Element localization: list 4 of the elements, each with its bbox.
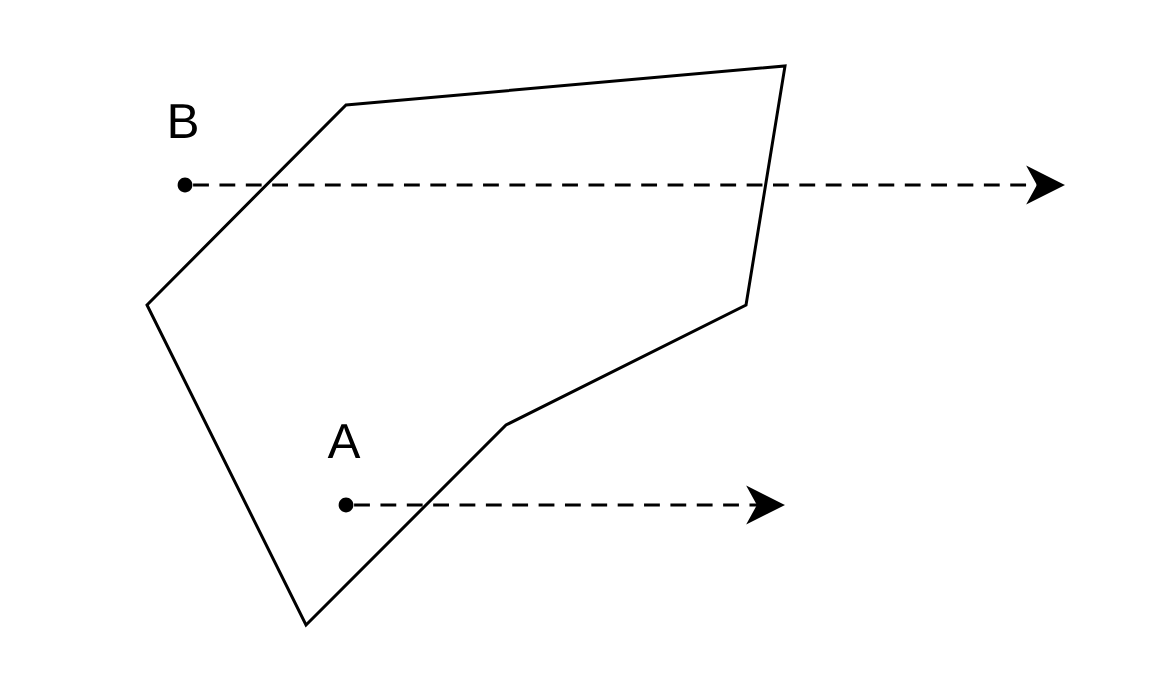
point-label: B bbox=[170, 104, 197, 138]
point-dot bbox=[338, 497, 354, 513]
point-dot bbox=[177, 177, 193, 193]
point-label: A bbox=[327, 424, 361, 458]
